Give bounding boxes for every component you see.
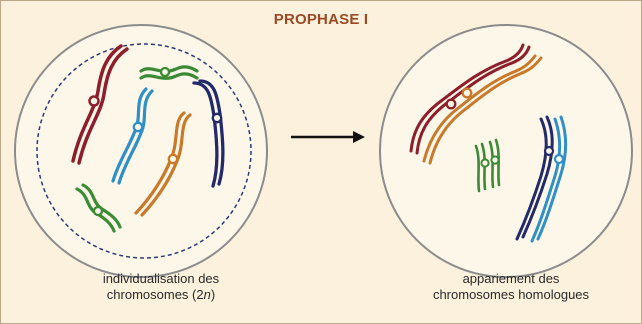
- diagram-title: PROPHASE I: [1, 11, 641, 28]
- left-caption-line2: chromosomes (2n): [61, 287, 261, 303]
- right-caption: appariement des chromosomes homologues: [396, 271, 626, 303]
- right-caption-line1: appariement des: [396, 271, 626, 287]
- left-caption-line1: individualisation des: [61, 271, 261, 287]
- left-caption-line2-prefix: chromosomes (2: [107, 287, 204, 302]
- left-caption-line2-italic: n: [204, 287, 211, 302]
- left-caption: individualisation des chromosomes (2n): [61, 271, 261, 303]
- left-cell: [15, 25, 267, 277]
- right-cell: [380, 25, 632, 277]
- left-caption-line2-suffix: ): [211, 287, 215, 302]
- right-caption-line2: chromosomes homologues: [396, 287, 626, 303]
- transition-arrow: [291, 131, 365, 143]
- left-cell-membrane: [15, 25, 267, 277]
